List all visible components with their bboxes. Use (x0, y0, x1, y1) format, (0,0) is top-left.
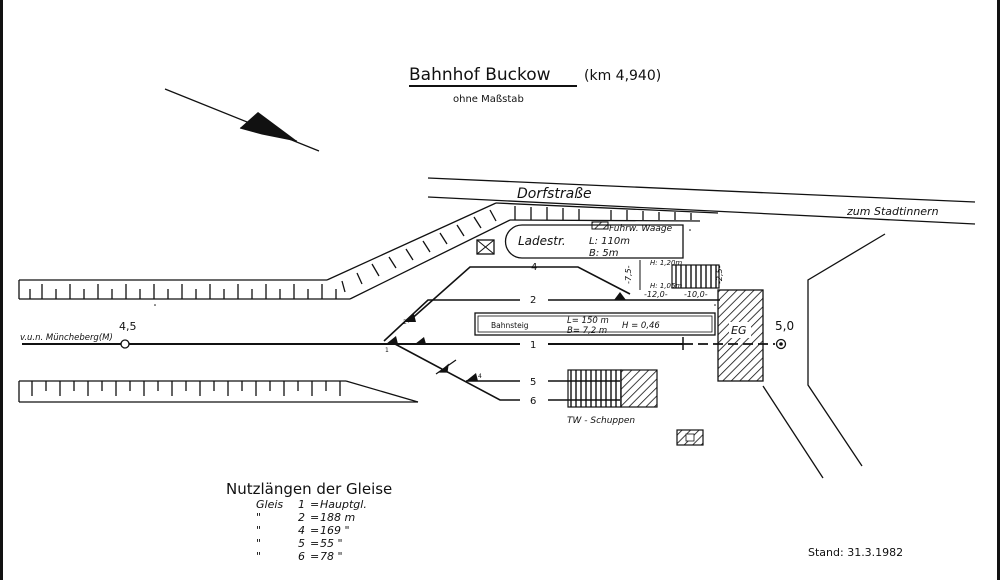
platform-width: B= 7,2 m (567, 326, 607, 336)
scale-note: ohne Maßstab (453, 94, 524, 105)
station-building-label-bg (729, 322, 751, 338)
ramp-dim-2: -10,0- (684, 290, 708, 299)
legend-row-value: 169 " (320, 524, 350, 537)
switch-1-label: 1 (385, 347, 389, 354)
legend-row: " 5 =55 " (226, 537, 466, 550)
signal-icon (435, 359, 457, 375)
switch-3-label: 3 (420, 339, 424, 346)
track-6-label: 6 (530, 396, 536, 407)
station-building-label: EG (731, 324, 746, 337)
legend-row: " 4 =169 " (226, 524, 466, 537)
legend-row-prefix: Gleis (256, 498, 284, 511)
legend-row-track: 2 (298, 511, 305, 524)
legend-row-value: 188 m (320, 511, 356, 524)
dorfstrasse-road (427, 177, 976, 225)
legend-row-prefix: " (256, 511, 262, 524)
platform-height: H = 0,46 (622, 321, 660, 331)
railcar-shed-label: TW - Schuppen (567, 416, 635, 426)
legend-row-value: 55 " (320, 537, 343, 550)
embankment-lower-left (18, 380, 419, 403)
railcar-shed (567, 369, 658, 408)
route-label: v.u.n. Müncheberg(M) (20, 333, 113, 343)
legend-row-equals: = (310, 537, 320, 550)
legend-row-track: 1 (298, 498, 305, 511)
legend-row: " 6 =78 " (226, 550, 466, 563)
embankment-top (495, 202, 719, 222)
legend-row-equals: = (310, 511, 320, 524)
loading-length: L: 110m (589, 236, 630, 247)
legend-row-prefix: " (256, 550, 262, 563)
track-1-label: 1 (530, 340, 536, 351)
ramp-height-2: H: 1,05m (650, 282, 682, 290)
legend-row-value: 78 " (320, 550, 343, 563)
legend-row: Gleis 1 =Hauptgl. (226, 498, 466, 511)
boxed-cross-icon (476, 239, 495, 255)
switch-markers (386, 314, 478, 381)
ramp-side-1: -7,5- (624, 265, 633, 284)
km-start-label: 4,5 (119, 320, 137, 333)
ramp-dim-1: -12,0- (644, 290, 668, 299)
street-label: Dorfstraße (517, 186, 592, 202)
km-post-start (120, 339, 130, 349)
north-arrow-icon (164, 88, 320, 152)
km-post-end (775, 338, 787, 350)
track-1 (22, 337, 775, 350)
platform-inner (477, 315, 713, 333)
track-2 (383, 299, 720, 342)
loading-road-label: Ladestr. (518, 234, 566, 248)
side-road (762, 233, 886, 479)
to-center-label: zum Stadtinnern (846, 205, 939, 218)
bumper-track-4 (614, 292, 626, 300)
legend-row-equals: = (310, 550, 320, 563)
loading-width: B: 5m (589, 248, 619, 259)
ramp-side-2: -2,5- (715, 265, 724, 284)
embankment-upper-left (18, 279, 350, 300)
station-building (717, 289, 764, 382)
legend-row-track: 4 (298, 524, 305, 537)
platform (474, 312, 716, 336)
track-4 (407, 266, 631, 323)
embankment-diagonal (326, 202, 511, 300)
switch-4-label: 4 (478, 373, 482, 380)
platform-name: Bahnsteig (491, 321, 529, 330)
track-5-label: 5 (530, 377, 536, 388)
track-4-label: 4 (531, 262, 537, 273)
station-title: Bahnhof Buckow (409, 65, 551, 85)
track-2-label: 2 (530, 295, 536, 306)
switch-2-label: 2 (403, 319, 407, 326)
loading-ramp (671, 264, 720, 289)
small-hut (676, 429, 704, 446)
legend-row-prefix: " (256, 524, 262, 537)
legend-row-equals: = (310, 498, 320, 511)
km-end-label: 5,0 (775, 319, 794, 333)
survey-dots (154, 229, 716, 306)
legend-row: " 2 =188 m (226, 511, 466, 524)
platform-length: L= 150 m (567, 316, 609, 326)
status-date: Stand: 31.3.1982 (808, 546, 904, 559)
legend-row-value: Hauptgl. (320, 498, 367, 511)
legend-row-equals: = (310, 524, 320, 537)
legend-heading: Nutzlängen der Gleise (226, 480, 393, 498)
ramp-height-1: H: 1,20m (650, 259, 682, 267)
scale-house-label: Fuhrw. Waage (609, 224, 673, 234)
legend-row-track: 5 (298, 537, 305, 550)
loading-road (504, 224, 684, 259)
legend-row-prefix: " (256, 537, 262, 550)
legend-row-track: 6 (298, 550, 305, 563)
station-km: (km 4,940) (584, 68, 661, 84)
